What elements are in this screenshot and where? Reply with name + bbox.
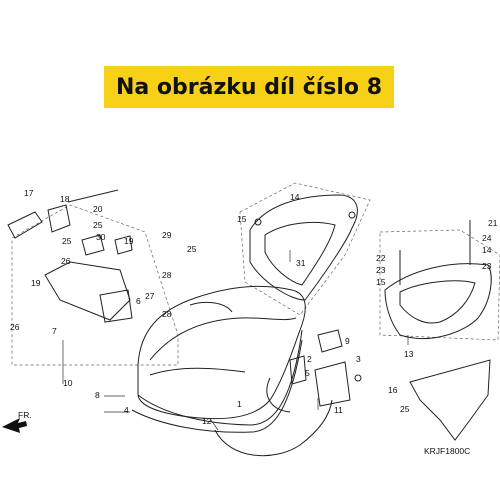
callout-26-b: 26 — [10, 322, 20, 332]
callout-2: 2 — [307, 354, 312, 364]
callout-15-tail: 15 — [237, 214, 247, 224]
callout-23-right: 23 — [482, 261, 492, 271]
callout-27: 27 — [145, 291, 155, 301]
callout-19-left: 19 — [31, 278, 41, 288]
rear-carrier-part-13 — [384, 220, 492, 339]
callout-15-carrier: 15 — [376, 277, 386, 287]
direction-label: FR. — [18, 410, 32, 420]
callout-19-right: 19 — [124, 236, 134, 246]
left-bracket-parts — [7, 189, 133, 323]
callout-13: 13 — [404, 349, 414, 359]
leader-lines — [62, 250, 409, 431]
callout-23-left: 23 — [376, 265, 386, 275]
callout-11: 11 — [334, 405, 343, 415]
callout-31: 31 — [296, 258, 306, 268]
callout-1: 1 — [237, 399, 242, 409]
callout-29: 29 — [162, 230, 172, 240]
callout-5: 5 — [305, 368, 310, 378]
diagram-code: KRJF1800C — [424, 446, 470, 456]
callout-25-b: 25 — [62, 236, 72, 246]
callout-16: 16 — [388, 385, 398, 395]
callout-12: 12 — [202, 416, 212, 426]
callout-14-carrier: 14 — [482, 245, 492, 255]
tail-rack-box — [239, 182, 371, 316]
seat-trim-part-4 — [131, 339, 303, 433]
callout-28-b: 28 — [162, 309, 172, 319]
callout-25-a: 25 — [93, 220, 103, 230]
front-direction-arrow: FR. — [2, 410, 32, 433]
cable-part-12 — [214, 399, 333, 457]
latch-parts — [289, 329, 362, 407]
callout-10: 10 — [63, 378, 73, 388]
callout-numbers: 1 2 3 4 5 6 7 8 9 10 11 12 13 14 14 15 1… — [10, 188, 498, 426]
callout-28-a: 28 — [162, 270, 172, 280]
bracket-part-16 — [409, 359, 491, 441]
part-banner: Na obrázku díl číslo 8 — [104, 66, 394, 108]
callout-17: 17 — [24, 188, 34, 198]
callout-21: 21 — [488, 218, 498, 228]
callout-4: 4 — [124, 405, 129, 415]
rear-carrier-box — [379, 229, 500, 341]
callout-3: 3 — [356, 354, 361, 364]
callout-26-a: 26 — [61, 256, 71, 266]
wire-part-1 — [266, 377, 291, 413]
callout-18: 18 — [60, 194, 70, 204]
callout-6: 6 — [136, 296, 141, 306]
callout-25-c: 25 — [187, 244, 197, 254]
seat-part-8 — [137, 285, 306, 426]
callout-14-tail: 14 — [290, 192, 300, 202]
part-banner-text: Na obrázku díl číslo 8 — [115, 74, 383, 100]
callout-24: 24 — [482, 233, 492, 243]
callout-9: 9 — [345, 336, 350, 346]
callout-7: 7 — [52, 326, 57, 336]
callout-25-d: 25 — [400, 404, 410, 414]
callout-30: 30 — [96, 232, 106, 242]
callout-20: 20 — [93, 204, 103, 214]
tail-rack-part-31 — [249, 194, 358, 301]
callout-8: 8 — [95, 390, 100, 400]
callout-22: 22 — [376, 253, 386, 263]
